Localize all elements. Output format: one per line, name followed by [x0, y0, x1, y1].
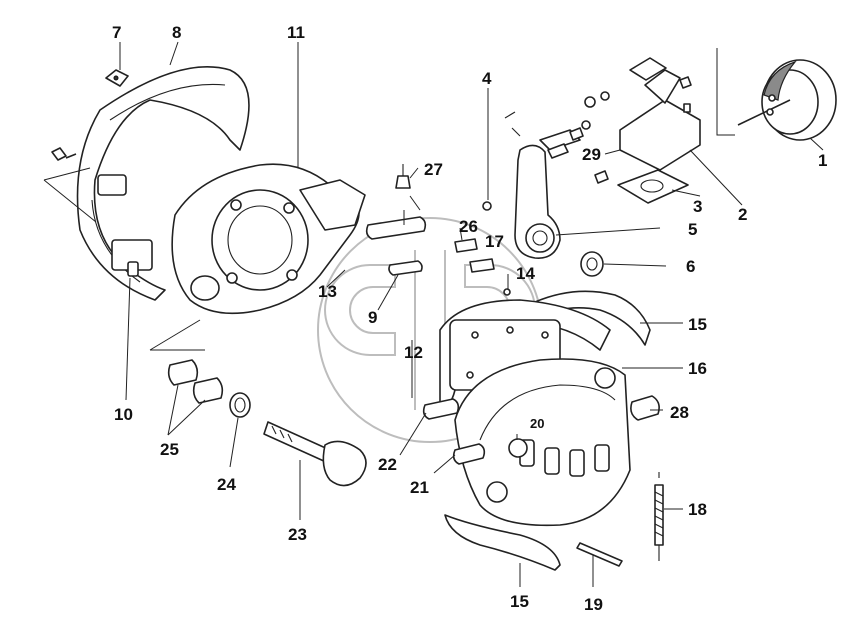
callout-8: 8 [172, 23, 181, 42]
callout-16: 16 [688, 359, 707, 378]
callout-29: 29 [582, 145, 601, 164]
callout-26: 26 [459, 217, 478, 236]
gasket-part-3 [617, 169, 689, 204]
roller-part-22 [422, 398, 460, 420]
callout-15-lower: 15 [510, 592, 529, 611]
grease-fitting-part-27 [395, 164, 411, 189]
bolt-part-10 [127, 261, 139, 277]
callout-14: 14 [516, 264, 535, 283]
slack-adjuster-part-5 [514, 129, 581, 259]
brake-shoe-part-16 [454, 358, 631, 527]
dust-shield-part-8 [76, 66, 250, 301]
callout-25: 25 [160, 440, 179, 459]
return-spring-part-18 [654, 472, 664, 561]
bolt-part-4 [482, 201, 492, 211]
callout-3: 3 [693, 197, 702, 216]
clip-part-7 [105, 69, 129, 87]
clip-part-14 [503, 288, 511, 296]
anchor-pin-part-13 [365, 216, 427, 240]
callout-17: 17 [485, 232, 504, 251]
callout-4: 4 [482, 69, 492, 88]
callout-leaders [119, 41, 824, 587]
bolt-left [51, 147, 77, 161]
callout-5: 5 [688, 220, 697, 239]
callout-15-upper: 15 [688, 315, 707, 334]
brake-spider-part-11 [171, 163, 366, 315]
brake-lining-part-15-lower [444, 514, 561, 571]
callout-12: 12 [404, 343, 423, 362]
pin-part-19 [576, 542, 623, 567]
callout-27: 27 [424, 160, 443, 179]
seal-part-24 [229, 392, 251, 418]
callout-28: 28 [670, 403, 689, 422]
roller-part-20 [508, 438, 528, 458]
bushings-part-25 [167, 359, 224, 404]
small-fasteners-part-29 [504, 76, 692, 184]
callout-6: 6 [686, 257, 695, 276]
bushing-part-28 [630, 395, 660, 421]
callout-19: 19 [584, 595, 603, 614]
brake-chamber-part-1 [737, 59, 837, 141]
callout-9: 9 [368, 308, 377, 327]
callout-labels: 7 8 11 4 27 29 1 3 2 26 17 5 6 14 13 9 1… [112, 23, 827, 614]
guide-lines [43, 48, 735, 351]
callout-7: 7 [112, 23, 121, 42]
pin-part-9 [388, 260, 423, 276]
callout-18: 18 [688, 500, 707, 519]
callout-24: 24 [217, 475, 236, 494]
callout-2: 2 [738, 205, 747, 224]
callout-21: 21 [410, 478, 429, 497]
callout-1: 1 [818, 151, 827, 170]
callout-10: 10 [114, 405, 133, 424]
callout-23: 23 [288, 525, 307, 544]
brake-lining-part-15-upper [534, 290, 651, 346]
washer-part-6 [580, 251, 604, 277]
callout-11: 11 [287, 23, 305, 42]
pins-part-26-17 [454, 238, 495, 273]
callout-22: 22 [378, 455, 397, 474]
s-cam-shaft-part-23 [263, 421, 367, 487]
callout-13: 13 [318, 282, 337, 301]
callout-20: 20 [530, 416, 544, 431]
chamber-bracket-part-2 [619, 57, 701, 171]
